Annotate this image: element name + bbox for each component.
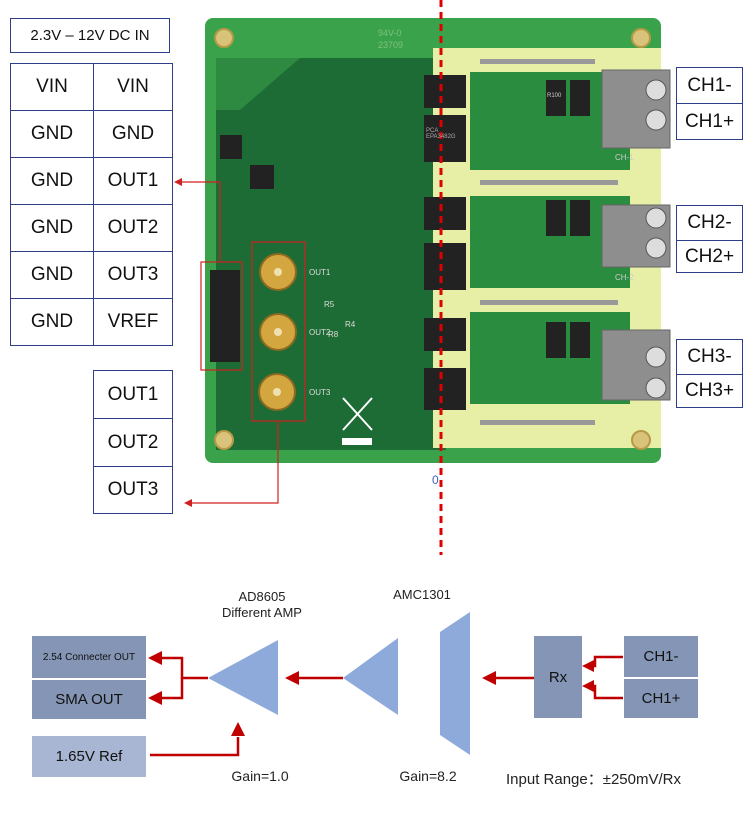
board-isolator-text: PCA EPA3482G bbox=[426, 128, 456, 140]
pin-cell: OUT2 bbox=[93, 204, 173, 252]
ref-block: 1.65V Ref bbox=[32, 736, 146, 777]
amp1-gain: Gain=1.0 bbox=[231, 768, 289, 784]
amp1-name: AD8605 bbox=[238, 589, 286, 604]
ch2-minus-label: CH2- bbox=[676, 205, 743, 241]
board-r5: R5 bbox=[324, 300, 335, 309]
pin-cell: GND bbox=[10, 157, 94, 205]
pin-cell: VIN bbox=[10, 63, 94, 111]
board-silk-94v0: 94V-0 bbox=[378, 28, 402, 38]
pin-cell: VREF bbox=[93, 298, 173, 346]
board-shunt-text: R100 bbox=[547, 93, 562, 99]
pin-cell: GND bbox=[10, 298, 94, 346]
power-input-label: 2.3V – 12V DC IN bbox=[10, 18, 170, 53]
pin-cell: GND bbox=[93, 110, 173, 158]
isolator-trapezoid bbox=[440, 612, 470, 755]
board-sma2-label: OUT2 bbox=[309, 328, 331, 337]
input-range: Input Range：±250mV/Rx bbox=[506, 771, 681, 788]
amp1-triangle bbox=[208, 640, 278, 715]
block-diagram bbox=[148, 612, 623, 757]
pin-cell: GND bbox=[10, 251, 94, 299]
board-r8: R8 bbox=[328, 330, 339, 339]
amp2-gain: Gain=8.2 bbox=[399, 768, 457, 784]
axis-marker: 0 bbox=[432, 473, 439, 487]
ch1-plus-block: CH1+ bbox=[624, 679, 698, 718]
sma-cell: OUT3 bbox=[93, 466, 173, 514]
pin-cell: VIN bbox=[93, 63, 173, 111]
ch2-plus-label: CH2+ bbox=[676, 240, 743, 273]
board-silk-code: 23709 bbox=[378, 40, 404, 50]
sma-cell: OUT2 bbox=[93, 418, 173, 467]
pin-cell: GND bbox=[10, 110, 94, 158]
board-r4: R4 bbox=[345, 320, 356, 329]
board-sma1-label: OUT1 bbox=[309, 268, 331, 277]
ch1-minus-label: CH1- bbox=[676, 67, 743, 104]
pcb-photo bbox=[174, 0, 671, 555]
amp1-desc: Different AMP bbox=[222, 605, 302, 620]
board-sma3-label: OUT3 bbox=[309, 388, 331, 397]
sma-out-block: SMA OUT bbox=[32, 680, 146, 719]
amp2-name: AMC1301 bbox=[393, 587, 451, 602]
ch3-plus-label: CH3+ bbox=[676, 374, 743, 408]
board-ch1-label: CH-1 bbox=[615, 153, 634, 162]
pin-cell: OUT3 bbox=[93, 251, 173, 299]
pin-cell: OUT1 bbox=[93, 157, 173, 205]
ch1-minus-block: CH1- bbox=[624, 636, 698, 677]
connector-out-block: 2.54 Connecter OUT bbox=[32, 636, 146, 678]
board-ch2-label: CH-2 bbox=[615, 273, 634, 282]
ch1-plus-label: CH1+ bbox=[676, 103, 743, 140]
pin-cell: GND bbox=[10, 204, 94, 252]
ch3-minus-label: CH3- bbox=[676, 339, 743, 375]
sma-cell: OUT1 bbox=[93, 370, 173, 419]
rx-block: Rx bbox=[534, 636, 582, 718]
amp2-triangle bbox=[343, 638, 398, 715]
